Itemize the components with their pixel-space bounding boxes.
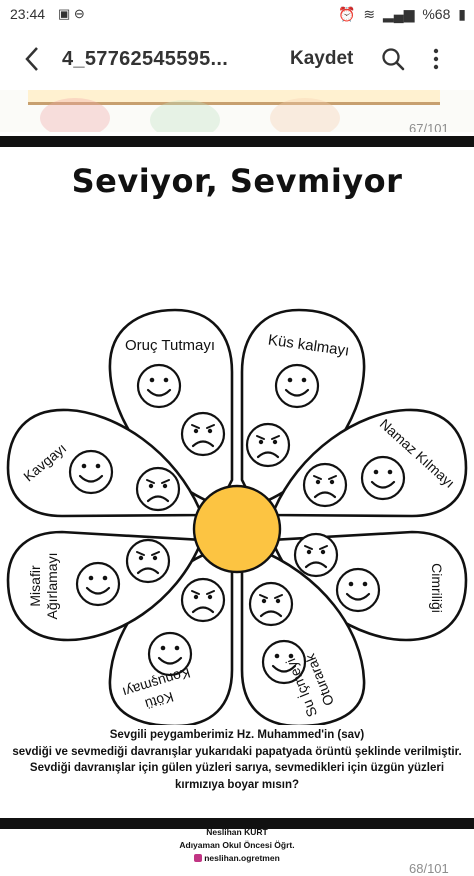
signal-icon: ▂▄▆ [383,6,415,22]
app-bar: 4_57762545595... Kaydet [0,30,474,90]
sad-face [135,466,181,512]
smiley-face [136,363,182,409]
sad-face [180,411,226,457]
decor-blob [40,98,110,132]
sad-face [302,462,348,508]
smiley-face [274,363,320,409]
previous-page: 67/101 [0,90,474,132]
instructions-caption: Sevgili peygamberimiz Hz. Muhammed'in (s… [0,727,474,793]
petal-label: Ağırlamayı [44,553,60,620]
document-title: 4_57762545595... [62,48,229,70]
chevron-left-icon [25,47,38,71]
smiley-face [335,567,381,613]
smiley-face [360,455,406,501]
status-right: ⏰ ≋ ▂▄▆ %68 ▮ [334,6,466,23]
alarm-icon: ⏰ [338,6,356,22]
worksheet-title: Seviyor, Sevmiyor [71,162,403,200]
petal-label: Misafir [27,565,43,607]
status-bar: 23:44 ▣ ⊖ ⏰ ≋ ▂▄▆ %68 ▮ [0,0,474,30]
caption-line: Sevgili peygamberimiz Hz. Muhammed'in (s… [109,729,365,741]
decor-blob [270,98,340,132]
sad-face [245,422,291,468]
previous-page-number: 67/101 [409,121,449,132]
petal-label: Cimriliği [429,563,445,613]
caption-line: sevdiği ve sevmediği davranışlar yukarıd… [12,745,462,758]
author-name: Neslihan KURT [206,827,268,837]
worksheet-page: Seviyor, Sevmiyor [0,150,474,876]
sad-face [293,532,339,578]
save-button[interactable]: Kaydet [290,48,354,69]
sad-face [180,577,226,623]
smiley-face [68,449,114,495]
battery-icon: ▮ [458,6,466,22]
search-button[interactable] [380,46,406,72]
author-credits: Neslihan KURT Adıyaman Okul Öncesi Öğrt.… [0,826,474,865]
smiley-face [75,561,121,607]
caption-line: Sevdiği davranışlar için gülen yüzleri s… [29,762,445,774]
status-time: 23:44 [10,6,46,22]
daisy-diagram: Oruç Tutmayı Küs kalmayı Namaz Kılmayı C… [6,308,468,725]
caption-line: kırmızıya boyar mısın? [175,778,299,791]
instagram-icon [194,854,203,862]
search-icon [382,48,405,71]
instagram-credit: neslihan.ogretmen [0,852,474,865]
current-page-number: 68/101 [409,861,449,876]
sad-face [248,581,294,627]
more-vertical-icon [433,48,439,70]
petal-label: Oruç Tutmayı [125,337,215,354]
battery-level: %68 [422,6,451,22]
sad-face [125,538,171,584]
instagram-handle: neslihan.ogretmen [204,853,280,863]
dnd-icon: ⊖ [73,6,85,21]
previous-page-border [28,90,440,105]
more-options-button[interactable] [430,46,442,72]
notification-icons: ▣ ⊖ [58,6,85,22]
author-title: Adıyaman Okul Öncesi Öğrt. [179,840,295,850]
page-separator [0,818,474,829]
back-button[interactable] [22,44,42,79]
daisy-center [192,484,282,574]
document-viewer[interactable]: 67/101 Seviyor, Sevmiyor [0,90,474,876]
decor-blob [150,100,220,132]
page-separator [0,136,474,147]
gallery-icon: ▣ [58,6,71,21]
wifi-icon: ≋ [363,6,376,22]
